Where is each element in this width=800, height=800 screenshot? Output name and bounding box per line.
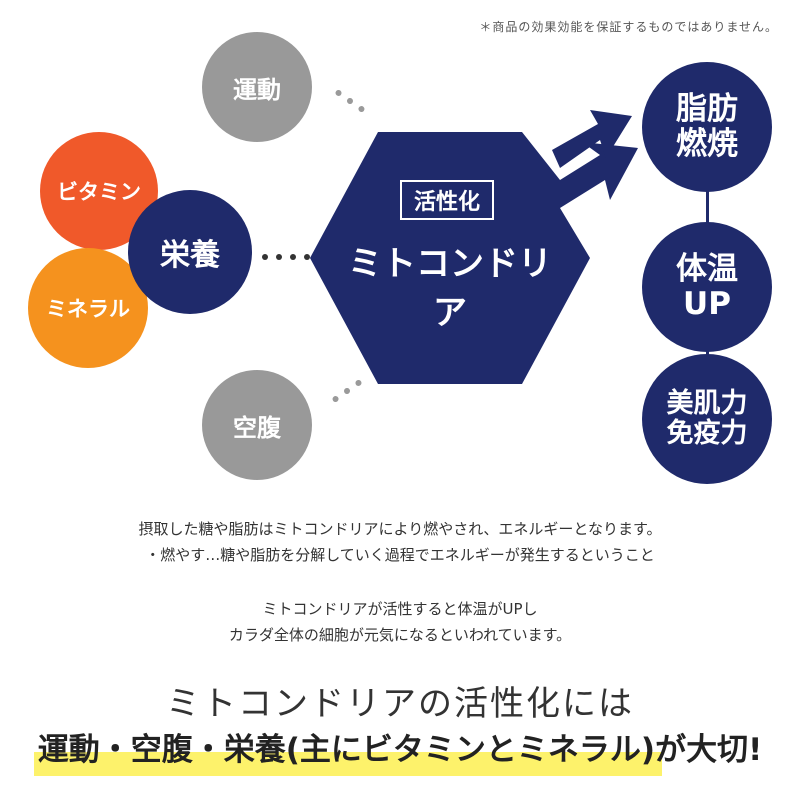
activation-badge: 活性化 xyxy=(400,180,494,220)
result-line: 美肌力 xyxy=(666,387,748,419)
result-line: 体温 xyxy=(676,251,738,288)
paragraph-line: ミトコンドリアが活性すると体温がUPし xyxy=(262,600,538,618)
connector-dot xyxy=(262,254,268,260)
result-line: UP xyxy=(683,286,731,322)
vitamin-circle: ビタミン xyxy=(40,132,158,250)
hexagon-shape xyxy=(310,132,638,384)
result-line: 燃焼 xyxy=(676,126,738,162)
mineral-label: ミネラル xyxy=(46,297,130,321)
nutrition-connector xyxy=(262,254,310,260)
fasting-circle: 空腹 xyxy=(202,370,312,480)
exercise-circle: 運動 xyxy=(202,32,312,142)
vitamin-label: ビタミン xyxy=(57,180,141,204)
result-connector-line xyxy=(706,180,709,240)
headline-highlight xyxy=(34,752,662,776)
headline-line-1: ミトコンドリアの活性化には xyxy=(166,684,634,724)
paragraph-line: カラダ全体の細胞が元気になるといわれています。 xyxy=(228,626,572,644)
exercise-label: 運動 xyxy=(233,75,281,104)
connector-dot xyxy=(290,254,296,260)
fat-burning-circle: 脂肪 燃焼 xyxy=(642,62,772,192)
mitochondria-label: ミトコンドリア xyxy=(348,244,552,333)
beauty-immunity-circle: 美肌力 免疫力 xyxy=(642,354,772,484)
nutrition-label: 栄養 xyxy=(160,238,220,273)
paragraph-line: 摂取した糖や脂肪はミトコンドリアにより燃やされ、エネルギーとなります。 xyxy=(138,520,662,538)
result-line: 免疫力 xyxy=(666,418,748,449)
nutrition-circle: 栄養 xyxy=(128,190,252,314)
headline-line-2: 運動・空腹・栄養(主にビタミンとミネラル)が大切! xyxy=(37,732,763,768)
explanation-paragraph-1: 摂取した糖や脂肪はミトコンドリアにより燃やされ、エネルギーとなります。 ・燃やす… xyxy=(0,516,800,568)
disclaimer-text: ＊商品の効果効能を保証するものではありません。 xyxy=(479,20,778,34)
body-temp-circle: 体温 UP xyxy=(642,222,772,352)
mineral-circle: ミネラル xyxy=(28,248,148,368)
connector-dot xyxy=(304,254,310,260)
paragraph-line: ・燃やす…糖や脂肪を分解していく過程でエネルギーが発生するということ xyxy=(145,546,655,564)
arrow-shape xyxy=(552,110,632,168)
fasting-label: 空腹 xyxy=(233,413,281,442)
result-line: 脂肪 xyxy=(676,91,738,128)
connector-dot xyxy=(276,254,282,260)
explanation-paragraph-2: ミトコンドリアが活性すると体温がUPし カラダ全体の細胞が元気になるといわれてい… xyxy=(0,596,800,648)
